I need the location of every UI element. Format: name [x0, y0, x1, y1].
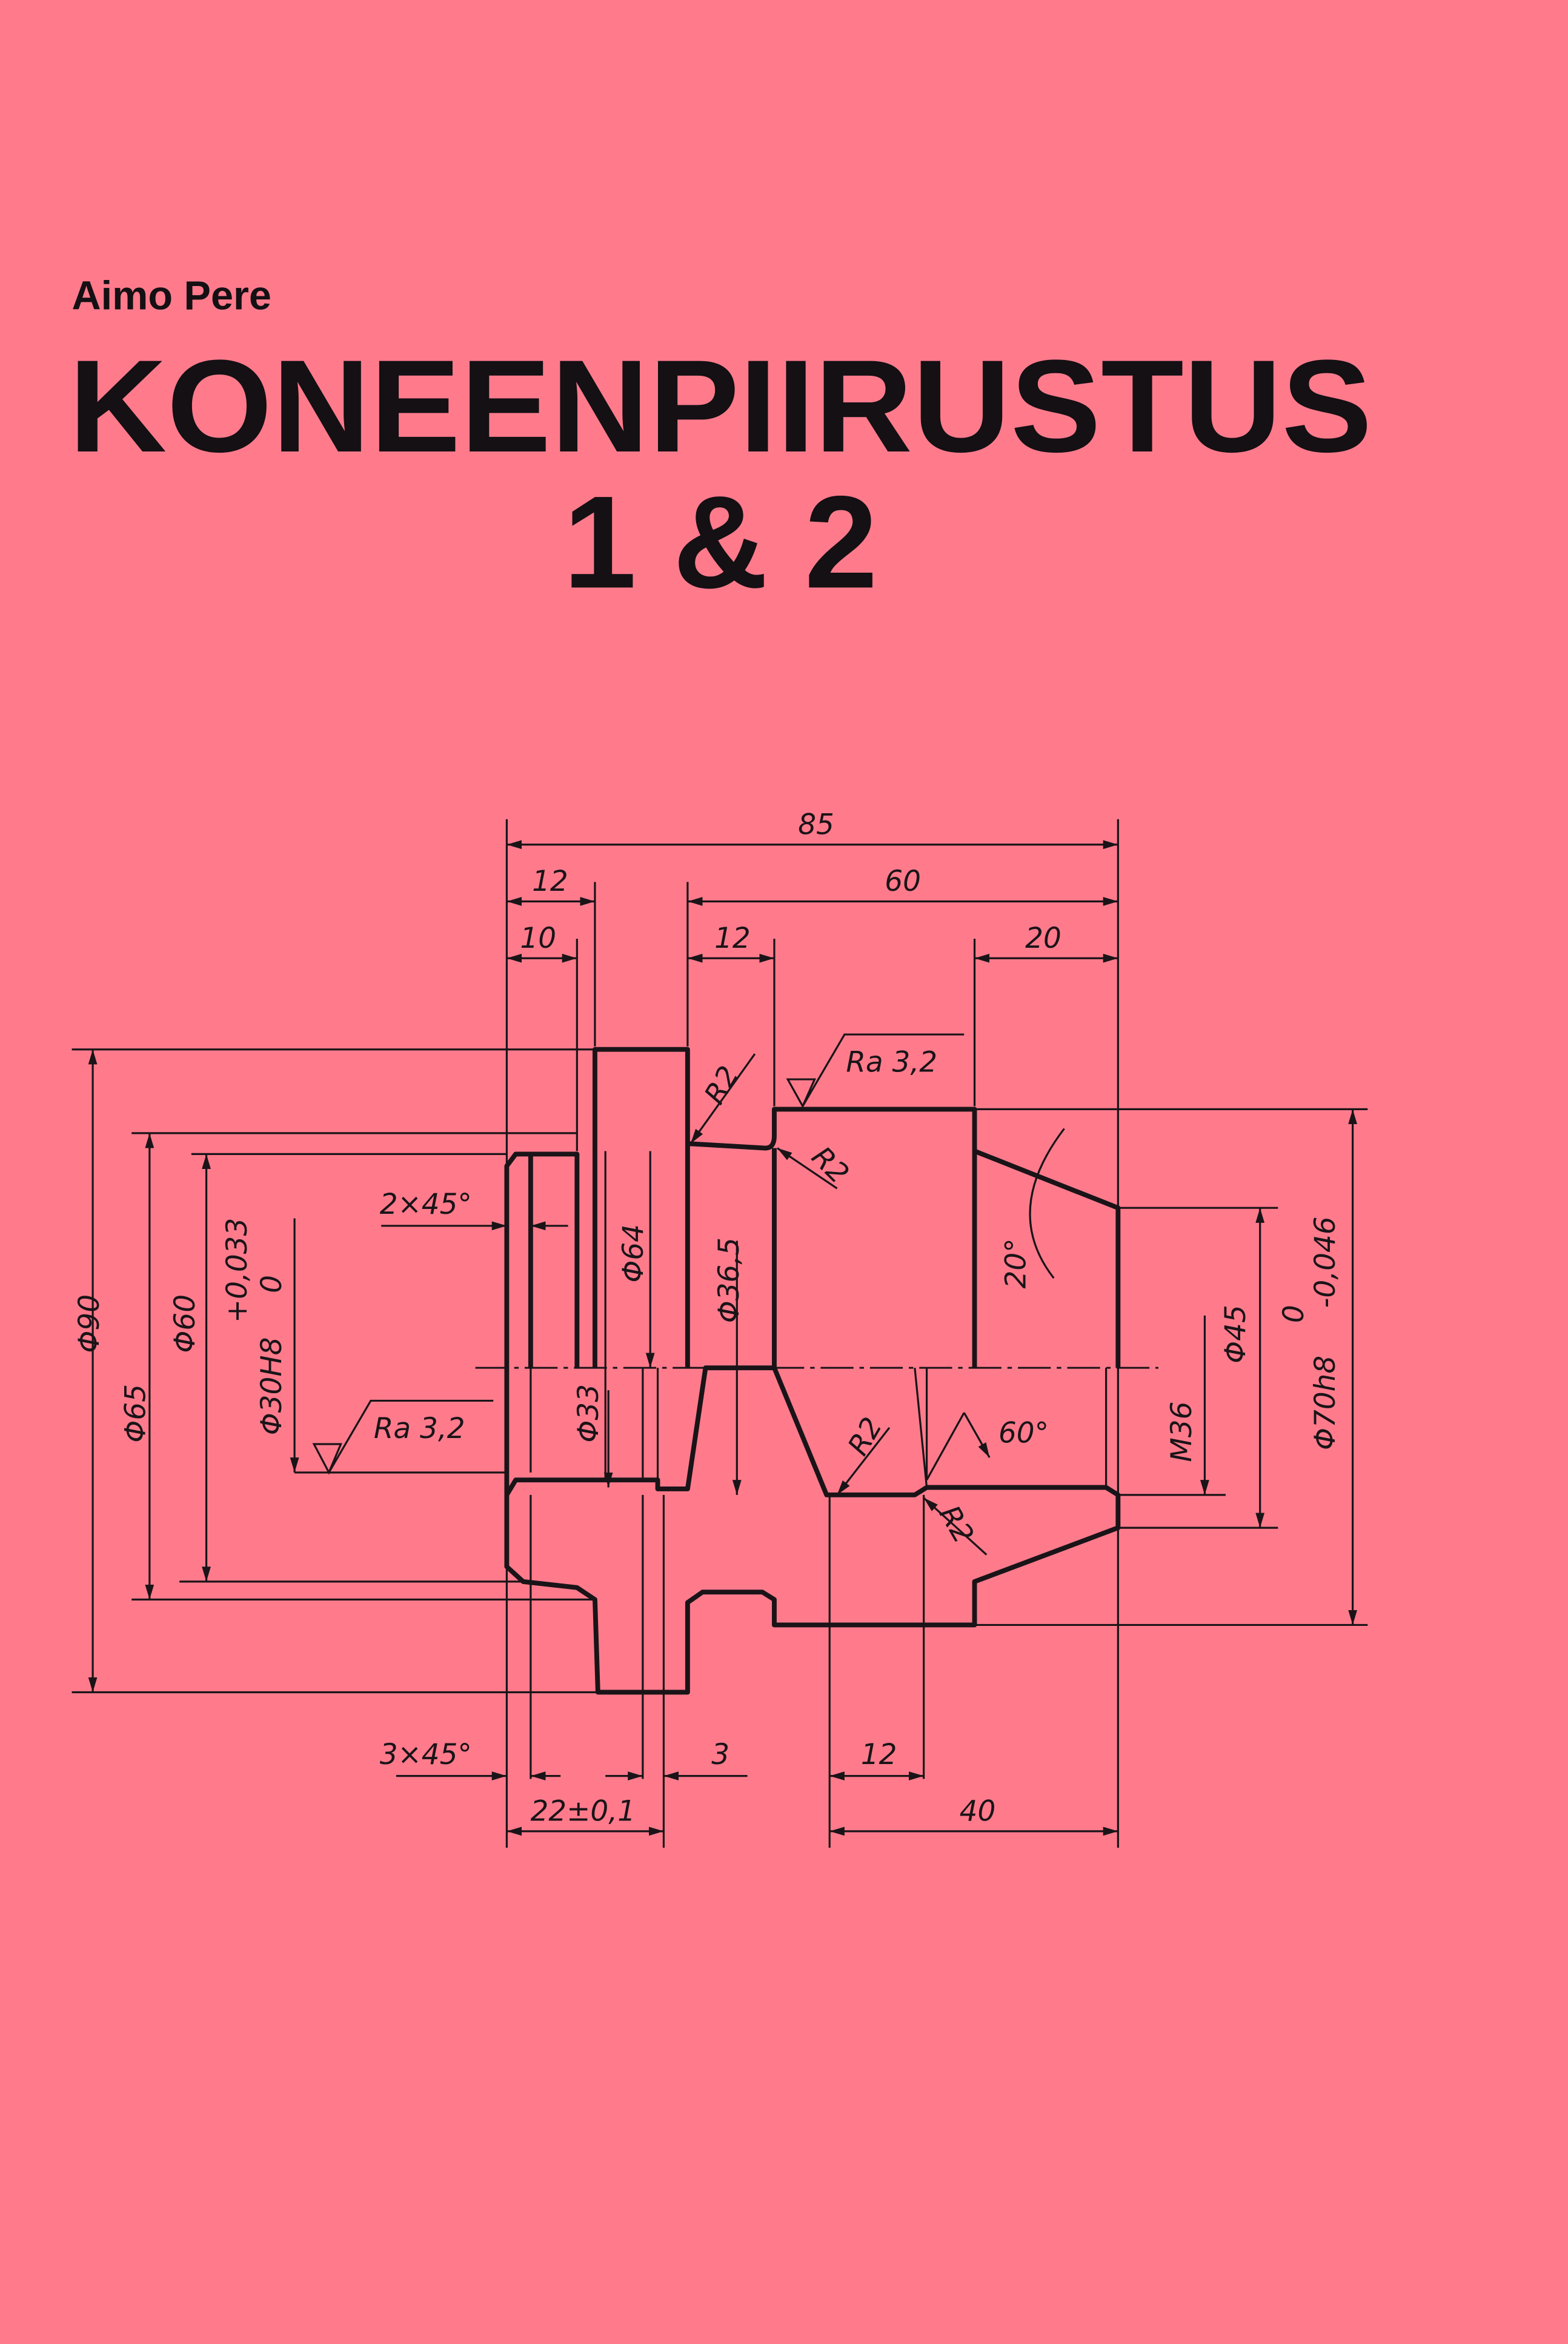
angle-20-label: 20°	[1000, 1238, 1032, 1288]
dim-60: 60	[885, 865, 921, 898]
diameter-33-label: Φ33	[573, 1384, 605, 1443]
radius-label: R2	[805, 1140, 855, 1190]
dim-3: 3	[711, 1739, 729, 1771]
book-volume: 1 & 2	[563, 468, 878, 616]
diameter-64-label: Φ64	[617, 1224, 650, 1283]
extension-lines	[71, 819, 1368, 1848]
dimension-lines	[88, 840, 1358, 1836]
roughness-top-label: Ra 3,2	[846, 1047, 937, 1079]
dim-85: 85	[798, 808, 834, 841]
tolerance-30-upper: +0,033	[221, 1218, 254, 1323]
surface-roughness-symbol-top	[786, 1033, 965, 1109]
leader-arrows	[290, 1053, 1209, 1781]
dim-40: 40	[960, 1796, 996, 1828]
radius-label: R2	[699, 1060, 746, 1110]
diameter-65-label: Φ65	[119, 1384, 152, 1443]
diameter-30h8-label: Φ30H8	[256, 1337, 288, 1436]
diameter-36-5-label: Φ36,5	[713, 1237, 746, 1323]
diameter-90-label: Φ90	[73, 1294, 106, 1353]
author-name: Aimo Pere	[72, 274, 271, 319]
tolerance-70-lower: -0,046	[1309, 1216, 1342, 1308]
chamfer-2x45-label: 2×45°	[380, 1188, 472, 1221]
radius-label: R2	[842, 1412, 889, 1461]
dim-12-mid: 12	[714, 922, 751, 955]
angle-arc	[1029, 1128, 1065, 1279]
roughness-bottom-label: Ra 3,2	[374, 1413, 465, 1445]
tolerance-70-upper: 0	[1278, 1305, 1311, 1323]
technical-drawing: 85 12 60 10 12 20 Ra 3,2 R2 R2 2×45° Φ90…	[71, 808, 1368, 1848]
book-title: KONEENPIIRUSTUS	[69, 333, 1372, 480]
thread-m36-label: M36	[1166, 1402, 1198, 1462]
dim-12-top: 12	[532, 865, 568, 898]
angle-arc-60	[926, 1412, 965, 1480]
dim-20: 20	[1025, 922, 1061, 955]
dim-10: 10	[520, 922, 556, 955]
diameter-60-label: Φ60	[169, 1294, 202, 1353]
angle-60-label: 60°	[998, 1417, 1049, 1450]
diameter-45-label: Φ45	[1220, 1305, 1252, 1363]
part-outline	[504, 1047, 1121, 1495]
dim-12-bottom: 12	[861, 1739, 897, 1771]
dim-22: 22±0,1	[530, 1796, 635, 1828]
tolerance-30-lower: 0	[256, 1275, 288, 1293]
section-hatch	[504, 1365, 1121, 1695]
diameter-70h8-label: Φ70h8	[1309, 1356, 1342, 1450]
surface-roughness-symbol-bottom	[312, 1399, 494, 1475]
chamfer-3x45-label: 3×45°	[380, 1739, 472, 1771]
